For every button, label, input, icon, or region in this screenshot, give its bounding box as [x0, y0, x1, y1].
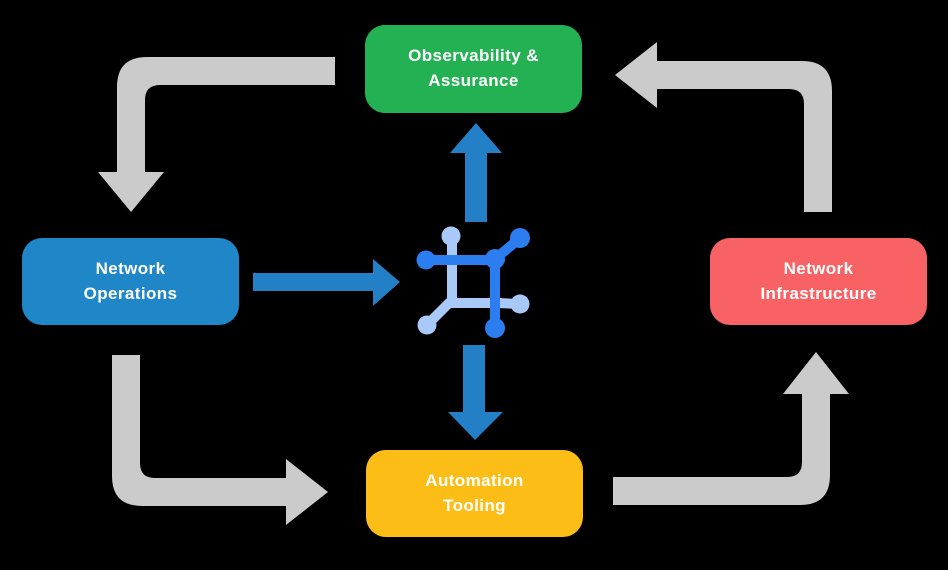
box-observability-label: Observability & Assurance [408, 46, 539, 90]
box-automation-tooling: Automation Tooling [366, 450, 583, 537]
arrow-automation-to-infrastructure [613, 352, 849, 505]
box-operations-label: Network Operations [83, 258, 178, 303]
icon-dark-nodes [416, 228, 530, 338]
icon-light-nodes [417, 226, 530, 335]
box-observability-assurance: Observability & Assurance [365, 25, 582, 113]
box-infrastructure-label: Network Infrastructure [760, 258, 877, 303]
arrow-icon-to-observability [450, 123, 502, 222]
network-automation-icon [416, 226, 530, 338]
arrow-icon-to-automation [448, 345, 503, 440]
arrow-observability-to-operations [98, 57, 335, 212]
box-network-infrastructure: Network Infrastructure [710, 238, 927, 325]
arrow-operations-to-automation [112, 355, 328, 525]
arrow-operations-to-icon [253, 259, 400, 306]
box-network-operations: Network Operations [22, 238, 239, 325]
arrow-infrastructure-to-observability [615, 42, 832, 212]
box-automation-label: Automation Tooling [425, 470, 524, 515]
